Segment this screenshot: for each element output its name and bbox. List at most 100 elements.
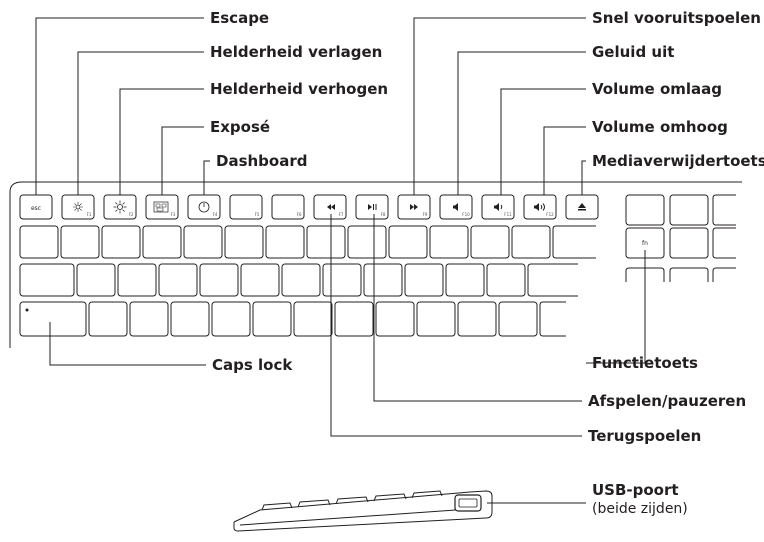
alpha-key xyxy=(240,263,280,297)
alpha-key xyxy=(511,225,551,259)
right-key-block: fn xyxy=(625,194,736,282)
alpha-key xyxy=(527,263,578,297)
function-key-leader xyxy=(586,250,646,364)
alpha-key xyxy=(117,263,157,297)
f10-label: F10 xyxy=(462,212,470,217)
caps-lock-leader xyxy=(49,322,206,366)
alpha-key xyxy=(457,301,497,337)
f4-label: F4 xyxy=(213,212,218,217)
alpha-key xyxy=(265,225,305,259)
dashboard-gauge-icon xyxy=(198,201,210,213)
f11-label: F11 xyxy=(504,212,512,217)
alpha-key xyxy=(470,225,510,259)
volume-down-leader xyxy=(500,88,586,195)
f7-label: F7 xyxy=(339,212,344,217)
eject-callout: Mediaverwijdertoets xyxy=(592,152,764,170)
right-block-key xyxy=(712,194,736,226)
alpha-key xyxy=(322,263,362,297)
alpha-key xyxy=(293,301,333,337)
right-block-key xyxy=(712,267,736,282)
right-block-key xyxy=(669,227,709,259)
alpha-key xyxy=(445,263,485,297)
alpha-key xyxy=(388,225,428,259)
function-key-row: esc F1 F2 F3 F4 F5 F6 xyxy=(19,194,599,220)
alpha-key xyxy=(552,225,596,259)
brightness-up-leader xyxy=(119,88,204,195)
alpha-key xyxy=(429,225,469,259)
eject-leader xyxy=(581,160,586,195)
fast-forward-icon xyxy=(410,204,418,210)
alpha-key xyxy=(158,263,198,297)
caps-lock-key xyxy=(19,301,87,337)
alpha-key xyxy=(19,263,75,297)
speaker-mute-icon xyxy=(453,203,458,211)
right-block-key xyxy=(669,267,709,282)
alpha-key xyxy=(363,263,403,297)
usb-port-callout: USB-poort xyxy=(592,481,679,499)
alpha-key xyxy=(404,263,444,297)
function-key-callout: Functietoets xyxy=(592,354,698,372)
fast-forward-leader xyxy=(413,17,586,195)
alpha-key xyxy=(498,301,538,337)
alpha-key xyxy=(211,301,251,337)
alpha-key xyxy=(347,225,387,259)
alpha-key xyxy=(170,301,210,337)
fast-forward-callout: Snel vooruitspoelen xyxy=(592,9,761,27)
eject-icon xyxy=(578,203,586,211)
right-block-key xyxy=(625,194,665,226)
expose-callout: Exposé xyxy=(210,118,270,136)
fn-key-label: fn xyxy=(642,240,648,247)
speaker-high-icon xyxy=(534,203,545,211)
rewind-icon xyxy=(327,204,335,210)
dashboard-callout: Dashboard xyxy=(216,152,307,170)
mute-callout: Geluid uit xyxy=(592,43,674,61)
volume-up-callout: Volume omhoog xyxy=(592,118,728,136)
f6-label: F6 xyxy=(297,212,302,217)
f8-label: F8 xyxy=(381,212,386,217)
alpha-key xyxy=(101,225,141,259)
escape-callout: Escape xyxy=(210,9,269,27)
f2-label: F2 xyxy=(129,212,134,217)
escape-leader xyxy=(35,17,204,195)
alpha-key xyxy=(281,263,321,297)
dashboard-leader xyxy=(203,160,210,195)
alpha-key xyxy=(88,301,128,337)
f5-label: F5 xyxy=(255,212,260,217)
keyboard-side-view xyxy=(233,490,493,532)
expose-windows-icon xyxy=(153,201,169,213)
keyboard-outline xyxy=(9,181,742,348)
alpha-key xyxy=(129,301,169,337)
alpha-key xyxy=(199,263,239,297)
sun-small-icon xyxy=(73,202,83,212)
usb-port-note: (beide zijden) xyxy=(592,501,688,517)
alpha-key xyxy=(60,225,100,259)
callout-leaders-left xyxy=(35,17,582,437)
speaker-low-icon xyxy=(494,203,503,211)
alpha-key xyxy=(224,225,264,259)
alpha-key xyxy=(252,301,292,337)
play-pause-leader xyxy=(373,214,582,402)
alpha-key xyxy=(142,225,182,259)
play-pause-icon xyxy=(368,204,377,210)
f5-key xyxy=(229,194,263,220)
brightness-down-leader xyxy=(77,51,204,195)
alpha-key xyxy=(539,301,566,337)
mute-leader xyxy=(457,51,586,195)
play-pause-callout: Afspelen/pauzeren xyxy=(588,392,746,410)
right-block-key xyxy=(712,227,736,259)
sun-large-icon xyxy=(113,200,127,214)
f12-label: F12 xyxy=(546,212,554,217)
rewind-callout: Terugspoelen xyxy=(588,427,701,445)
alpha-key xyxy=(76,263,116,297)
f12-key xyxy=(523,194,557,220)
caps-lock-indicator xyxy=(25,308,29,312)
f6-key xyxy=(271,194,305,220)
expose-leader xyxy=(161,126,204,195)
alpha-key xyxy=(19,225,59,259)
brightness-up-callout: Helderheid verhogen xyxy=(210,80,388,98)
f1-label: F1 xyxy=(87,212,92,217)
rewind-leader xyxy=(330,214,582,437)
volume-down-callout: Volume omlaag xyxy=(592,80,722,98)
alpha-key xyxy=(306,225,346,259)
